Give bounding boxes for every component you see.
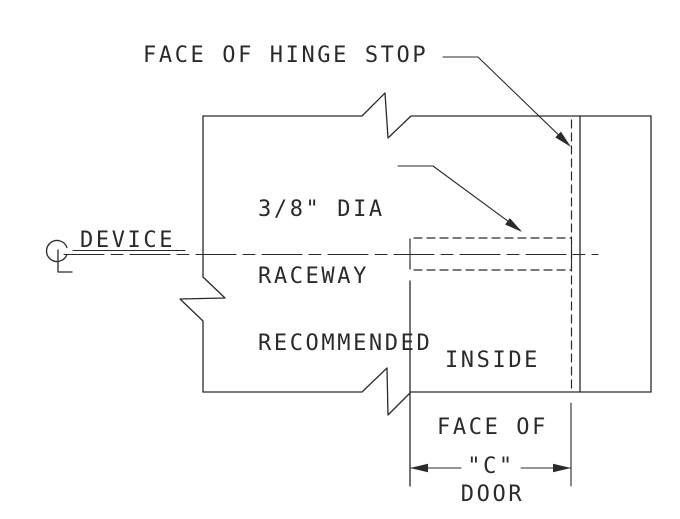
raceway-hidden-outline-bottom bbox=[409, 260, 572, 271]
raceway-hidden-outline-top bbox=[409, 237, 572, 248]
centerline-symbol-l-stroke bbox=[57, 249, 73, 273]
dimension-arrow-left-icon bbox=[410, 463, 428, 473]
centerline-symbol-c-stroke bbox=[45, 239, 68, 263]
device-label: DEVICE bbox=[80, 228, 176, 253]
dimension-c-label: "C" bbox=[467, 454, 515, 479]
raceway-leader-line bbox=[397, 165, 521, 231]
raceway-leader-arrow-icon bbox=[505, 218, 522, 232]
raceway-note-label: 3/8" DIA RACEWAY RECOMMENDED bbox=[258, 154, 432, 400]
centerline-symbol-icon bbox=[45, 239, 73, 273]
inside-face-line-3: DOOR bbox=[460, 482, 525, 508]
raceway-note-line-2: RACEWAY bbox=[258, 264, 369, 290]
door-bottom-edge-break-line bbox=[202, 367, 652, 416]
door-top-edge-break-line bbox=[202, 92, 652, 139]
inside-face-line-1: INSIDE bbox=[444, 347, 541, 373]
raceway-note-line-1: 3/8" DIA bbox=[258, 196, 385, 222]
hinge-stop-leader-line bbox=[442, 56, 570, 146]
dimension-arrow-right-icon bbox=[553, 463, 571, 473]
hinge-stop-leader-arrow-icon bbox=[555, 131, 571, 147]
door-left-edge-break-line bbox=[179, 115, 226, 393]
face-of-hinge-stop-label: FACE OF HINGE STOP bbox=[143, 43, 429, 68]
inside-face-of-door-label: INSIDE FACE OF DOOR bbox=[412, 305, 573, 519]
raceway-note-line-3: RECOMMENDED bbox=[258, 331, 433, 357]
inside-face-line-2: FACE OF bbox=[437, 415, 548, 441]
